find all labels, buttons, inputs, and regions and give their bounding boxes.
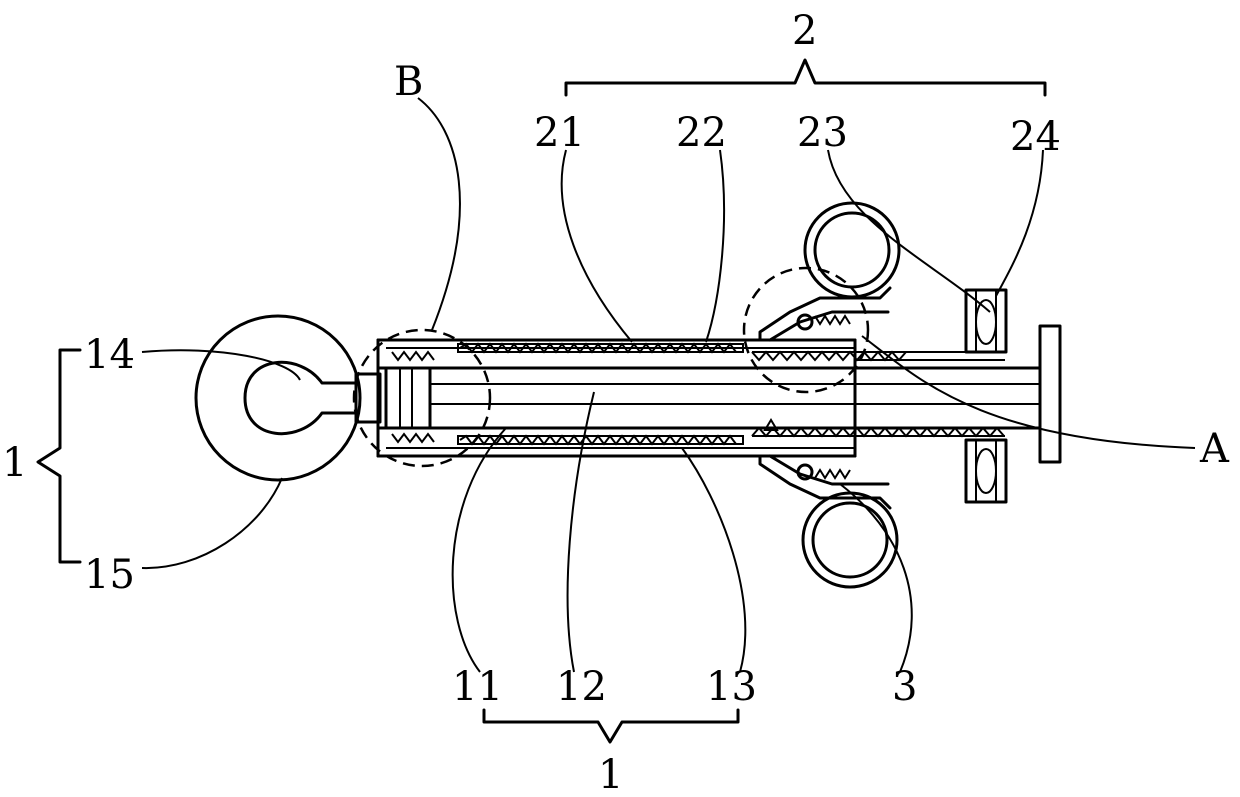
label-13: 13 (706, 664, 757, 710)
label-14: 14 (84, 332, 135, 378)
upper-latch-lever (760, 288, 890, 340)
upper-finger-ring (805, 203, 899, 297)
label-1-left: 1 (2, 440, 27, 486)
label-3: 3 (892, 664, 917, 710)
label-assembly-1-bottom: 1 (598, 752, 623, 797)
lower-spool-24 (966, 440, 1006, 502)
label-15: 15 (84, 552, 135, 598)
end-insert-11 (386, 352, 434, 442)
label-12: 12 (556, 664, 607, 710)
top-brace (566, 60, 1045, 95)
label-11: 11 (452, 664, 503, 710)
lower-finger-ring (803, 493, 897, 587)
label-24: 24 (1010, 114, 1061, 160)
label-22: 22 (676, 110, 727, 156)
rack-teeth (752, 352, 1005, 436)
bottom-brace (484, 710, 738, 742)
t-handle (1040, 326, 1060, 462)
label-b: B (394, 59, 423, 105)
label-23: 23 (797, 110, 848, 156)
inner-rod-12 (378, 368, 1040, 428)
label-21: 21 (534, 110, 585, 156)
label-assembly-2: 2 (792, 8, 817, 54)
upper-spool-24 (966, 290, 1006, 352)
label-a: A (1199, 426, 1230, 472)
left-brace (38, 350, 80, 562)
head-part-15 (196, 316, 360, 480)
